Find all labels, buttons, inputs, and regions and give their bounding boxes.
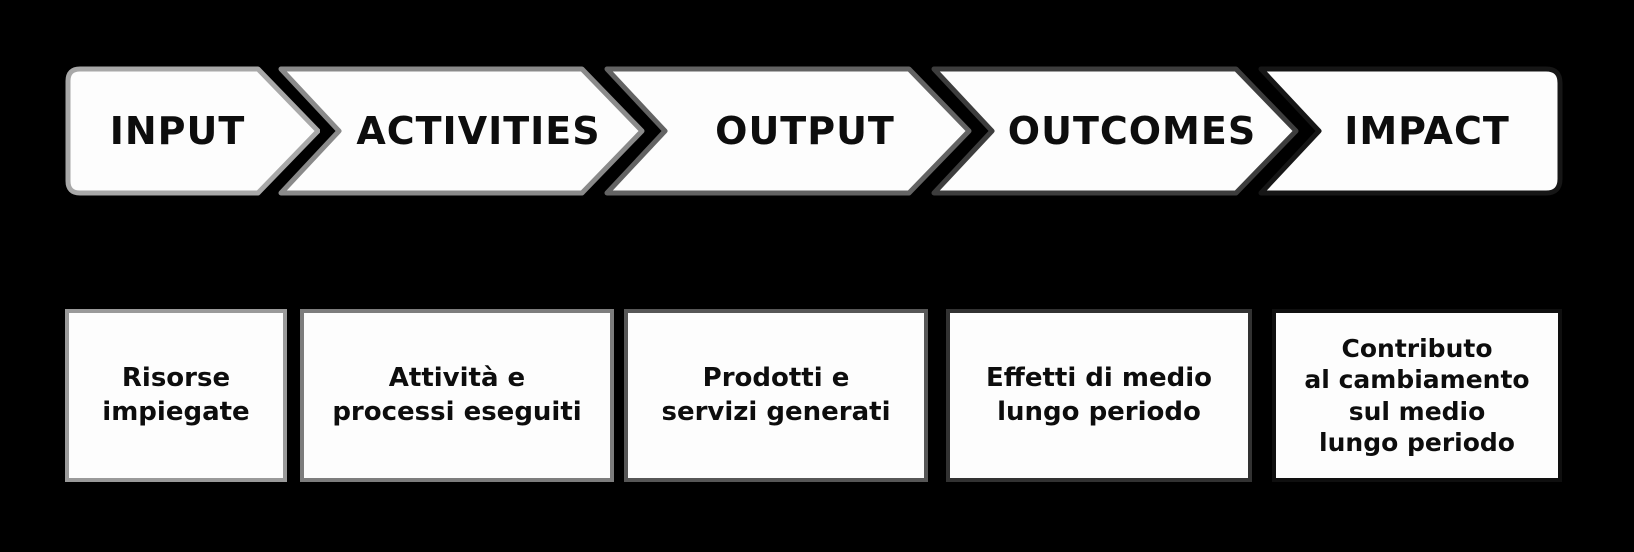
stage-label-input: INPUT [109,109,246,153]
box-shape-output [624,309,928,482]
stage-box-impact: Contributo al cambiamento sul medio lung… [1272,309,1562,482]
chevron-shape-input [65,66,320,196]
chevron-shape-impact [1258,66,1563,196]
box-shape-input [65,309,287,482]
stage-label-outcomes: OUTCOMES [1007,109,1257,153]
stage-box-output: Prodotti e servizi generati [624,309,928,482]
stage-arrow-output: OUTPUT [603,66,973,196]
stage-description-impact: Contributo al cambiamento sul medio lung… [1304,333,1530,458]
chevron-shape-output [604,66,972,196]
stage-description-output: Prodotti e servizi generati [661,363,891,427]
box-shape-activities [300,309,614,482]
box-shape-impact [1272,309,1562,482]
stage-arrow-outcomes: OUTCOMES [930,66,1300,196]
stage-label-output: OUTPUT [715,109,895,153]
box-shape-outcomes [946,309,1252,482]
chevron-shape-activities [278,66,645,196]
stage-box-input: Risorse impiegate [65,309,287,482]
stage-label-impact: IMPACT [1344,109,1510,153]
stage-description-outcomes: Effetti di medio lungo periodo [986,363,1212,427]
stage-box-outcomes: Effetti di medio lungo periodo [946,309,1252,482]
description-box-row: Risorse impiegate Attività e processi es… [0,309,1634,482]
stage-arrow-activities: ACTIVITIES [277,66,646,196]
stage-description-input: Risorse impiegate [102,363,250,427]
stage-box-activities: Attività e processi eseguiti [300,309,614,482]
chevron-shape-outcomes [931,66,1299,196]
arrow-band: INPUT ACTIVITIES OUTPUT OUTCOMES IMPACT [0,66,1634,196]
stage-description-activities: Attività e processi eseguiti [332,363,582,427]
stage-arrow-impact: IMPACT [1257,66,1563,196]
stage-label-activities: ACTIVITIES [356,109,601,153]
stage-arrow-input: INPUT [65,66,320,196]
